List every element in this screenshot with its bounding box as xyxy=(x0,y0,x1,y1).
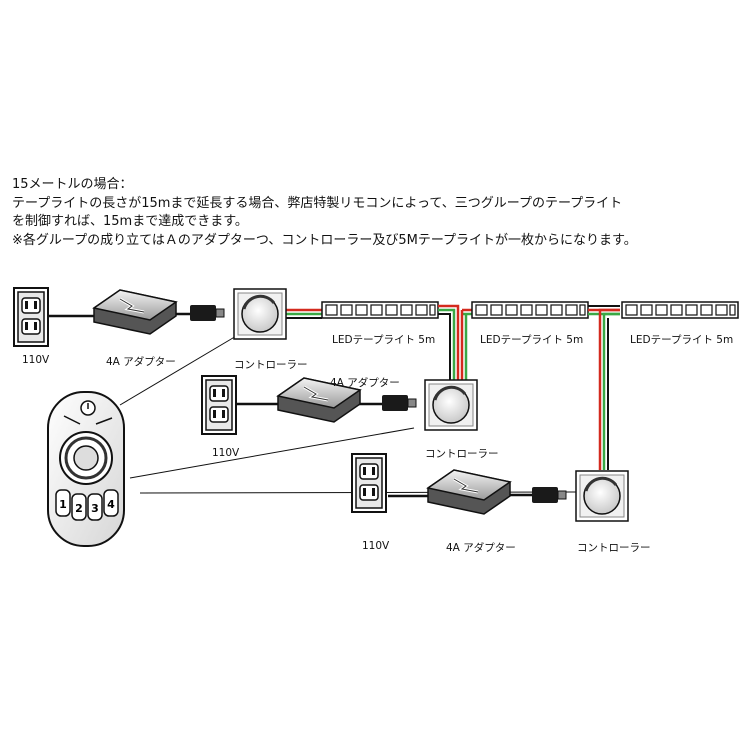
group-3 xyxy=(351,301,739,523)
remote-button-2 xyxy=(71,493,87,521)
group-1-voltage-label: 110V xyxy=(22,354,50,366)
group-1 xyxy=(13,287,439,347)
group-2-controller-label: コントローラー xyxy=(425,448,499,460)
remote-button-1 xyxy=(55,489,71,517)
controller-icon xyxy=(232,287,288,341)
led-tape-icon xyxy=(621,301,739,319)
link-wires-2-3 xyxy=(588,305,620,470)
group-2-tape-label: LEDテープライト 5m xyxy=(480,334,584,346)
group-3-controller-label: コントローラー xyxy=(577,542,651,554)
remote-button-3 xyxy=(87,493,103,521)
remote-button-4-label: 4 xyxy=(107,498,115,511)
outlet-icon xyxy=(13,287,49,347)
group-1-tape-label: LEDテープライト 5m xyxy=(332,334,436,346)
intro-heading: 15メートルの場合： xyxy=(12,177,133,192)
outlet-icon xyxy=(351,453,387,513)
link-wires-1-2 xyxy=(438,304,474,392)
led-tape-icon xyxy=(321,301,439,319)
group-3-voltage-label: 110V xyxy=(362,540,390,552)
remote-control: 1 2 3 4 xyxy=(47,391,125,547)
group-3-adapter-label: 4A アダプター xyxy=(446,542,516,554)
plug-icon xyxy=(189,304,225,322)
group-2 xyxy=(201,301,589,435)
remote-button-1-label: 1 xyxy=(59,498,67,511)
group-1-controller-label: コントローラー xyxy=(234,359,308,371)
adapter-icon xyxy=(426,468,512,516)
adapter-icon xyxy=(92,288,178,336)
group-1-adapter-label: 4A アダプター xyxy=(106,356,176,368)
remote-button-3-label: 3 xyxy=(91,502,99,515)
outlet-icon xyxy=(201,375,237,435)
intro-line-1: テープライトの長さが15mまで延長する場合、弊店特製リモコンによって、三つグルー… xyxy=(12,195,623,211)
group-2-voltage-label: 110V xyxy=(212,447,240,459)
group-3-tape-label: LEDテープライト 5m xyxy=(630,334,734,346)
intro-text: 15メートルの場合： テープライトの長さが15mまで延長する場合、弊店特製リモコ… xyxy=(12,176,742,250)
intro-line-2: を制御すれば、15mまで達成できます。 xyxy=(12,214,248,229)
intro-line-3: ※各グループの成り立てはＡのアダプターつ、コントローラー及び5Mテープライトが一… xyxy=(12,232,637,248)
controller-icon xyxy=(574,469,630,523)
plug-icon xyxy=(531,486,567,504)
plug-icon xyxy=(381,394,417,412)
controller-icon xyxy=(423,378,479,432)
remote-button-4 xyxy=(103,489,119,517)
remote-button-2-label: 2 xyxy=(75,502,83,515)
led-tape-icon xyxy=(471,301,589,319)
group-2-adapter-label: 4A アダプター xyxy=(330,377,400,389)
